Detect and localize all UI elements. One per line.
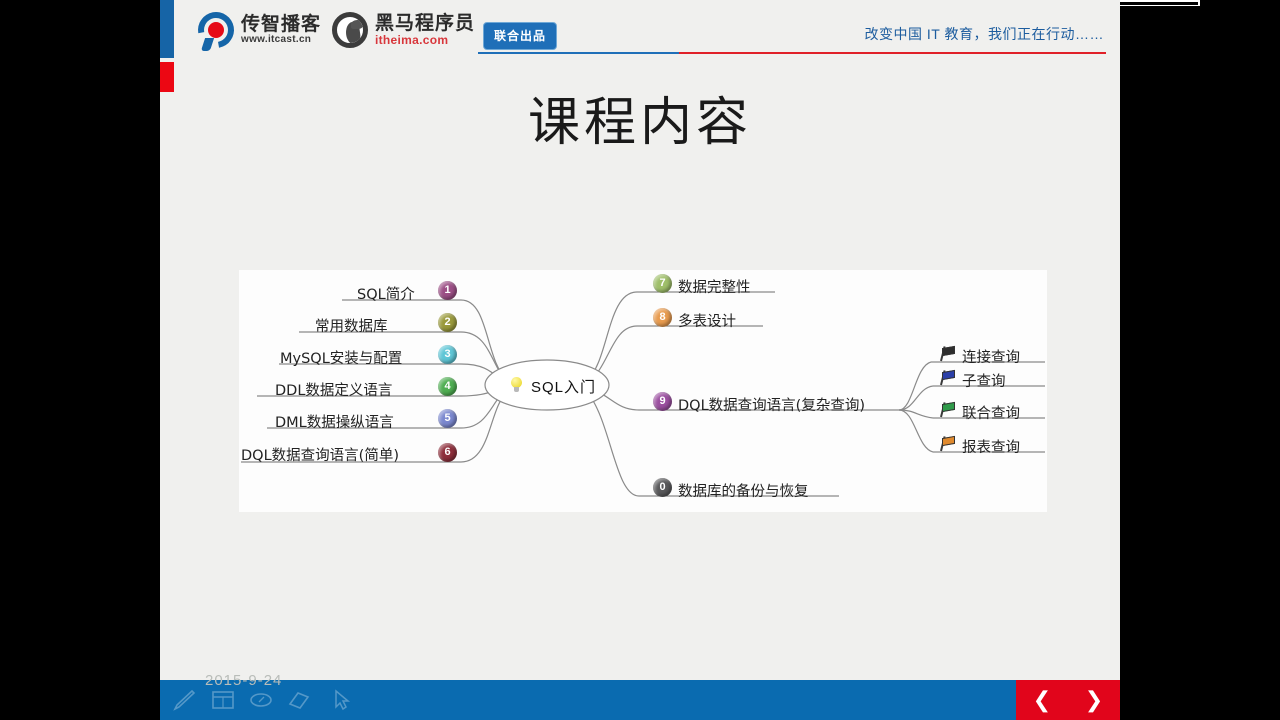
lightbulb-icon xyxy=(510,377,523,393)
mindmap-sub-label-1: 连接查询 xyxy=(962,350,1020,366)
itcast-logo: 传智播客 www.itcast.cn xyxy=(190,4,322,56)
heima-logo-cn: 黑马程序员 xyxy=(375,12,476,34)
flag-icon-1 xyxy=(939,345,957,362)
accent-bar-blue xyxy=(160,0,174,58)
flag-icon-2 xyxy=(939,369,957,386)
flag-icon-4 xyxy=(939,435,957,452)
pointer-tool-icon[interactable] xyxy=(328,688,354,712)
mindmap-connectors xyxy=(241,291,1045,497)
heima-logo: 黑马程序员 itheima.com xyxy=(332,12,475,48)
mindmap-right-num-0: 0 xyxy=(653,478,672,497)
header-slogan: 改变中国 IT 教育，我们正在行动…… xyxy=(864,26,1104,42)
mindmap-right-num-9: 9 xyxy=(653,392,672,411)
page-title: 课程内容 xyxy=(527,95,752,152)
slide-navigation: ❮ ❯ xyxy=(1016,680,1120,720)
mindmap-right-label-0: 数据库的备份与恢复 xyxy=(678,484,809,500)
heima-horse-icon xyxy=(332,12,368,48)
accent-bar-red xyxy=(160,62,174,92)
mindmap-left-num-5: 5 xyxy=(438,409,457,428)
header-rule xyxy=(478,52,1106,54)
highlighter-tool-icon[interactable] xyxy=(248,688,274,712)
mindmap-left-label-1: SQL简介 xyxy=(357,287,415,303)
presentation-toolbar: 2015-9-24 xyxy=(160,672,1120,720)
prev-slide-button[interactable]: ❮ xyxy=(1032,687,1052,712)
mindmap-right-num-7: 7 xyxy=(653,274,672,293)
joint-production-badge: 联合出品 xyxy=(483,22,558,50)
mindmap-center-label: SQL入门 xyxy=(531,379,597,396)
itcast-logo-url: www.itcast.cn xyxy=(241,33,312,45)
itcast-swirl-icon xyxy=(190,4,242,56)
mindmap-sub-label-4: 报表查询 xyxy=(962,440,1020,456)
mindmap-left-label-4: DDL数据定义语言 xyxy=(275,383,393,399)
mindmap-right-label-8: 多表设计 xyxy=(678,314,736,330)
mindmap-left-num-1: 1 xyxy=(438,281,457,300)
eraser-tool-icon[interactable] xyxy=(286,688,312,712)
mindmap-right-label-7: 数据完整性 xyxy=(678,280,751,296)
mindmap-left-label-2: 常用数据库 xyxy=(315,319,388,335)
slide-header: 传智播客 www.itcast.cn 黑马程序员 itheima.com 联合出… xyxy=(160,0,1120,70)
mindmap-left-label-5: DML数据操纵语言 xyxy=(275,415,394,431)
pen-tool-icon[interactable] xyxy=(172,688,198,712)
slide-tool-icon[interactable] xyxy=(210,688,236,712)
presentation-slide: 传智播客 www.itcast.cn 黑马程序员 itheima.com 联合出… xyxy=(160,0,1120,680)
mindmap-right-label-9: DQL数据查询语言(复杂查询) xyxy=(678,398,865,414)
mindmap-image: SQL入门 SQL简介 1 常用数据库 2 MySQL安装与配置 3 DDL数据… xyxy=(239,270,1047,512)
flag-icon-3 xyxy=(939,401,957,418)
itcast-logo-cn: 传智播客 xyxy=(241,13,322,35)
mindmap-sub-label-3: 联合查询 xyxy=(962,406,1020,422)
mindmap-sub-label-2: 子查询 xyxy=(962,374,1006,390)
date-stamp: 2015-9-24 xyxy=(205,672,283,689)
mindmap-left-label-3: MySQL安装与配置 xyxy=(280,351,403,367)
mindmap-left-num-3: 3 xyxy=(438,345,457,364)
next-slide-button[interactable]: ❯ xyxy=(1084,687,1104,712)
mindmap-left-num-6: 6 xyxy=(438,443,457,462)
mindmap-left-num-4: 4 xyxy=(438,377,457,396)
mindmap-right-num-8: 8 xyxy=(653,308,672,327)
heima-logo-url: itheima.com xyxy=(375,32,449,47)
mindmap-left-label-6: DQL数据查询语言(简单) xyxy=(241,448,399,464)
mindmap-left-num-2: 2 xyxy=(438,313,457,332)
